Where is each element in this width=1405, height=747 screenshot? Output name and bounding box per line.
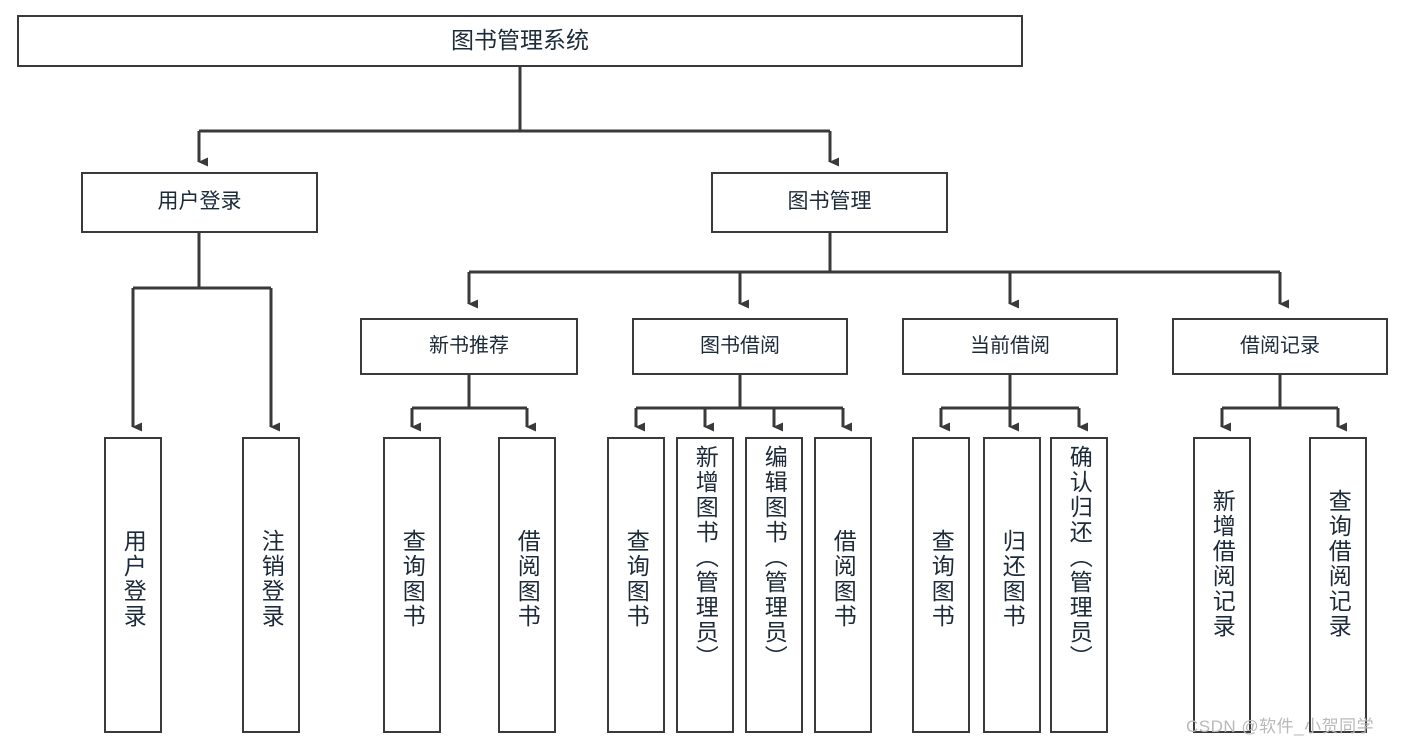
leaf-query-book-1-label: 查询图书	[399, 529, 426, 629]
leaf-confirm-return-admin-label: 确认归还（管理员）	[1066, 445, 1093, 670]
leaf-query-borrow-record[interactable]: 查询借阅记录	[1309, 437, 1367, 733]
leaf-user-login-label: 用户登录	[120, 529, 147, 629]
node-current-borrow[interactable]: 当前借阅	[902, 318, 1118, 375]
leaf-query-book-2[interactable]: 查询图书	[607, 437, 665, 733]
node-root[interactable]: 图书管理系统	[17, 15, 1023, 67]
node-book-borrow[interactable]: 图书借阅	[632, 318, 848, 375]
leaf-edit-book-admin[interactable]: 编辑图书（管理员）	[745, 437, 803, 733]
leaf-return-book[interactable]: 归还图书	[983, 437, 1041, 733]
leaf-query-borrow-record-label: 查询借阅记录	[1325, 489, 1352, 639]
leaf-user-login[interactable]: 用户登录	[104, 437, 162, 733]
node-current-borrow-label: 当前借阅	[970, 334, 1050, 357]
node-book-management-label: 图书管理	[787, 190, 872, 214]
node-root-label: 图书管理系统	[451, 27, 589, 54]
leaf-edit-book-admin-label: 编辑图书（管理员）	[761, 445, 788, 670]
node-user-login[interactable]: 用户登录	[81, 172, 318, 233]
node-book-borrow-label: 图书借阅	[700, 334, 780, 357]
leaf-confirm-return-admin[interactable]: 确认归还（管理员）	[1050, 437, 1108, 733]
leaf-logout-login-label: 注销登录	[258, 529, 285, 629]
leaf-add-book-admin-label: 新增图书（管理员）	[692, 445, 719, 670]
node-borrow-record[interactable]: 借阅记录	[1172, 318, 1388, 375]
node-new-book-recommend[interactable]: 新书推荐	[360, 318, 578, 375]
watermark: CSDN @软件_小贺同学	[1186, 717, 1375, 736]
leaf-borrow-book-2[interactable]: 借阅图书	[814, 437, 872, 733]
leaf-add-borrow-record-label: 新增借阅记录	[1209, 489, 1236, 639]
leaf-query-book-3[interactable]: 查询图书	[912, 437, 970, 733]
node-user-login-label: 用户登录	[157, 190, 242, 214]
leaf-borrow-book-2-label: 借阅图书	[830, 529, 857, 629]
leaf-add-borrow-record[interactable]: 新增借阅记录	[1193, 437, 1251, 733]
leaf-borrow-book-1[interactable]: 借阅图书	[498, 437, 556, 733]
leaf-query-book-1[interactable]: 查询图书	[383, 437, 441, 733]
node-new-book-recommend-label: 新书推荐	[429, 334, 509, 357]
node-book-management[interactable]: 图书管理	[711, 172, 948, 233]
leaf-borrow-book-1-label: 借阅图书	[514, 529, 541, 629]
node-borrow-record-label: 借阅记录	[1240, 334, 1320, 357]
leaf-logout-login[interactable]: 注销登录	[242, 437, 300, 733]
leaf-query-book-2-label: 查询图书	[623, 529, 650, 629]
leaf-return-book-label: 归还图书	[999, 529, 1026, 629]
leaf-add-book-admin[interactable]: 新增图书（管理员）	[676, 437, 734, 733]
leaf-query-book-3-label: 查询图书	[928, 529, 955, 629]
